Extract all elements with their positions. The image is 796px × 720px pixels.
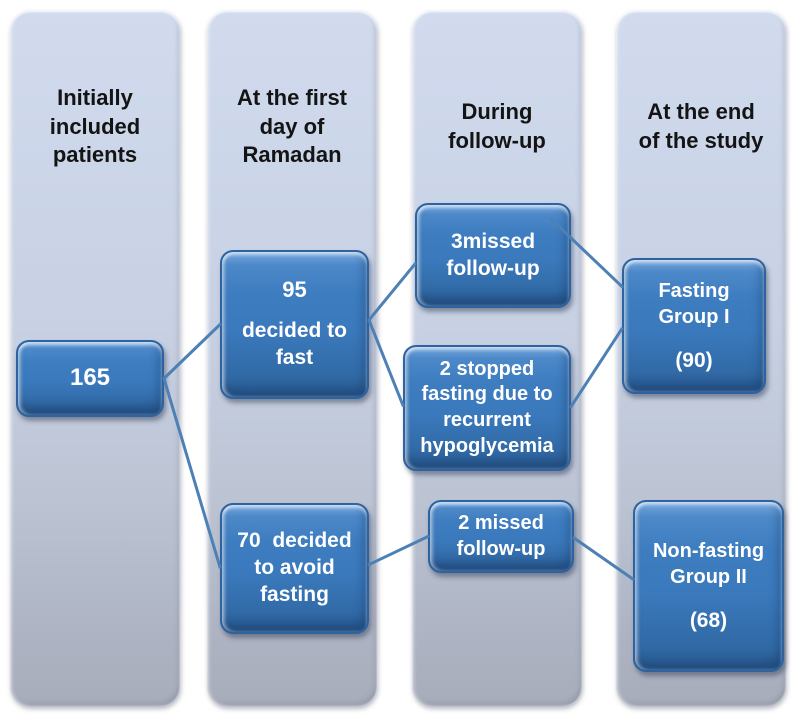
node-3-missed-followup: 3missed follow-up <box>415 203 571 308</box>
node-95-decided-to-fast: 95 decided to fast <box>220 250 369 399</box>
node-fasting-group-1: Fasting Group I (90) <box>622 258 766 394</box>
node-label: 165 <box>69 364 111 392</box>
node-count-value: 95 <box>282 276 307 302</box>
column-header-during-followup: During follow-up <box>448 99 546 153</box>
node-label: Fasting Group I <box>658 280 730 328</box>
node-group-count: (68) <box>689 608 728 632</box>
node-nonfasting-group-2: Non-fasting Group II (68) <box>633 500 784 672</box>
node-label: decided to fast <box>241 319 347 370</box>
node-70-decided-to-avoid-fasting: 70 decided to avoid fasting <box>220 503 369 634</box>
node-label: 70 decided to avoid fasting <box>237 529 352 606</box>
node-2-stopped-fasting-hypoglycemia: 2 stopped fasting due to recurrent hypog… <box>403 345 571 471</box>
node-initial-patients-165: 165 <box>16 340 164 417</box>
node-group-count: (90) <box>675 348 713 372</box>
node-label: Non-fasting Group II <box>652 540 765 588</box>
column-header-first-day-ramadan: At the first day of Ramadan <box>237 85 347 168</box>
node-label: 2 missed follow-up <box>456 511 546 560</box>
column-header-initially-included: Initially included patients <box>49 85 141 168</box>
column-header-end-of-study: At the end of the study <box>638 99 764 153</box>
node-label: 2 stopped fasting due to recurrent hypog… <box>420 357 554 457</box>
node-2-missed-followup: 2 missed follow-up <box>428 500 574 573</box>
node-label: 3missed follow-up <box>446 229 540 280</box>
